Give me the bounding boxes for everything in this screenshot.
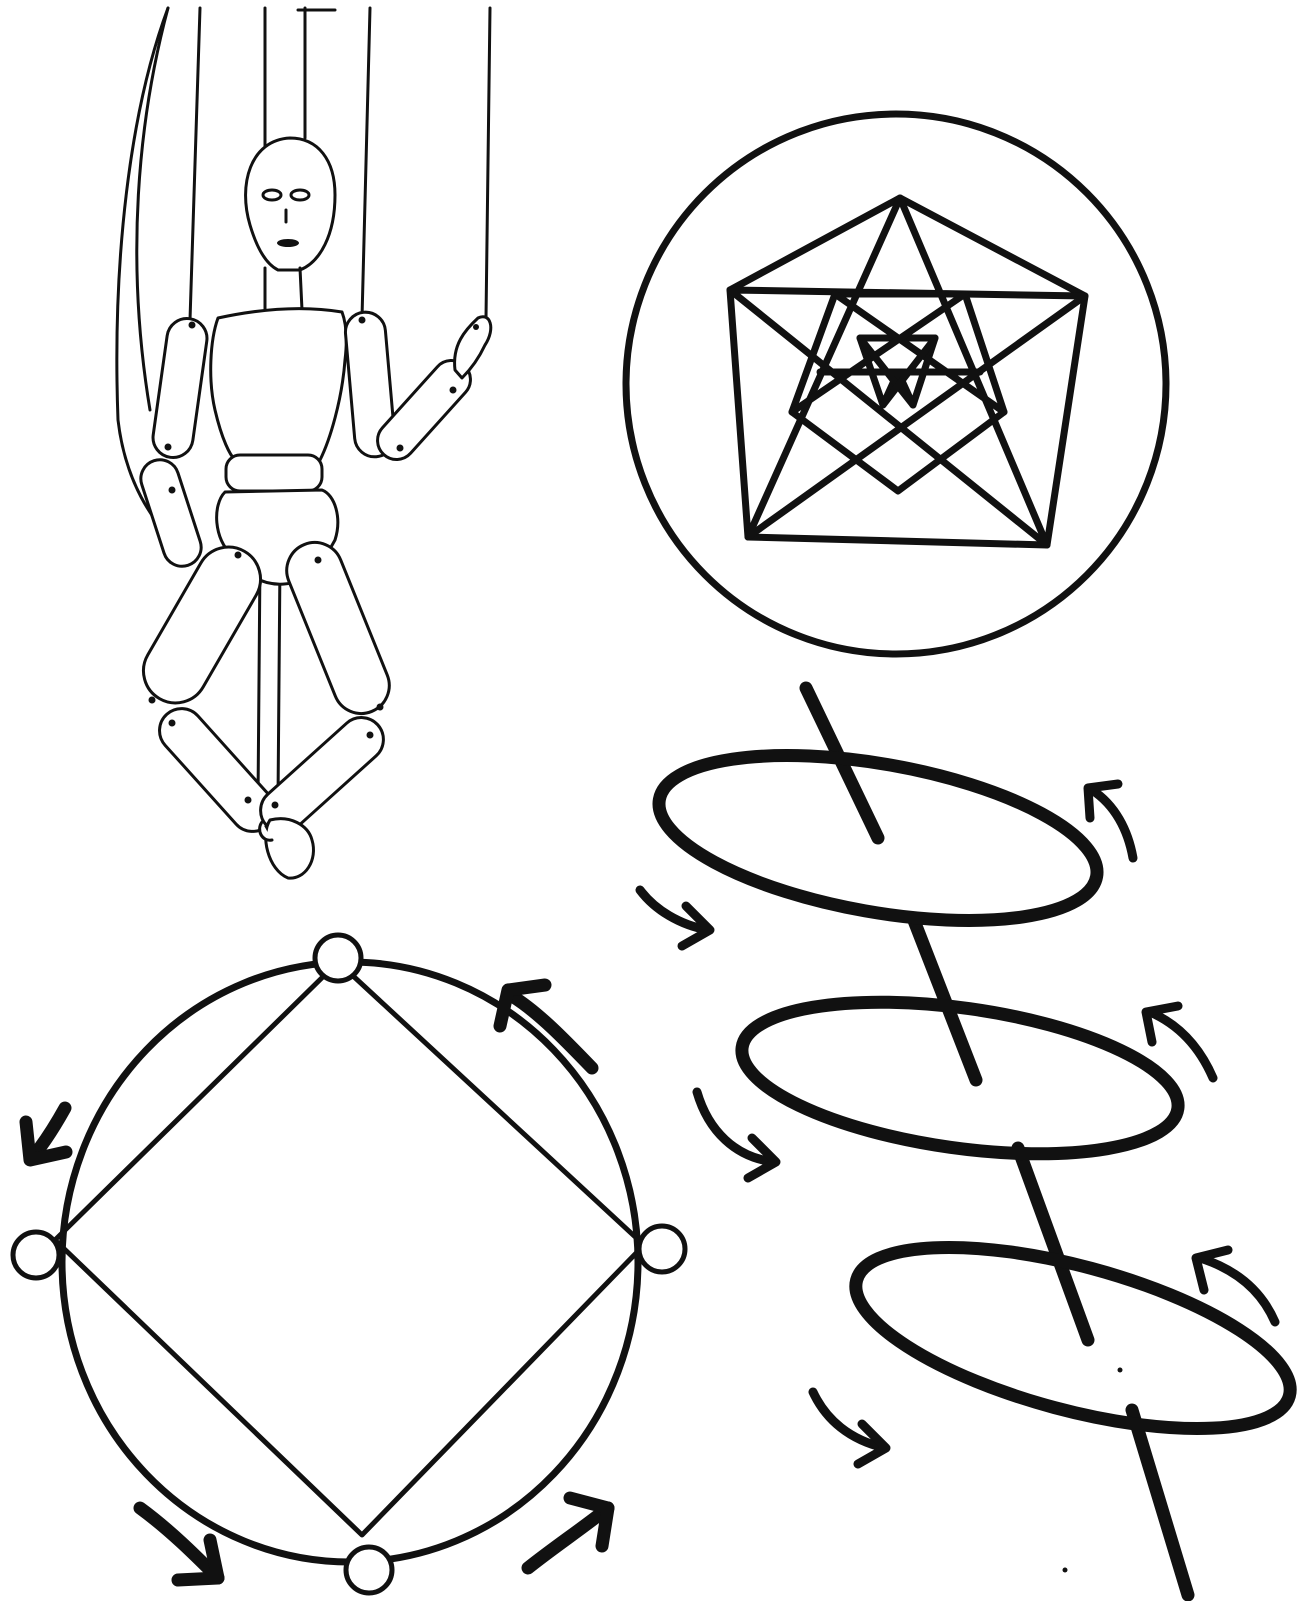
ring-1-arrow-right — [1088, 784, 1133, 858]
pentagram-in-circle — [626, 114, 1166, 654]
vertex-node-left — [13, 1232, 59, 1278]
marionette-waist — [226, 455, 322, 491]
rotating-square-in-circle — [13, 935, 685, 1593]
ring-3 — [838, 1210, 1306, 1465]
rotation-arrow-bottom-right — [528, 1498, 608, 1568]
vertex-node-top — [315, 935, 361, 981]
rotation-circle — [62, 962, 638, 1562]
marionette-head — [246, 138, 335, 270]
ring-1-arrow-left — [640, 890, 710, 946]
vertex-node-bottom — [346, 1547, 392, 1593]
vertex-node-right — [639, 1226, 685, 1272]
ring-3-arrow-left — [813, 1392, 886, 1464]
rotation-arrow-top — [500, 985, 592, 1068]
ring-2 — [732, 978, 1187, 1178]
ring-2-arrow-left — [697, 1092, 776, 1178]
marionette-torso — [211, 309, 347, 460]
rotation-arrow-left — [26, 1108, 66, 1160]
marionette-figure — [117, 8, 491, 878]
rings-on-axis — [640, 688, 1306, 1595]
